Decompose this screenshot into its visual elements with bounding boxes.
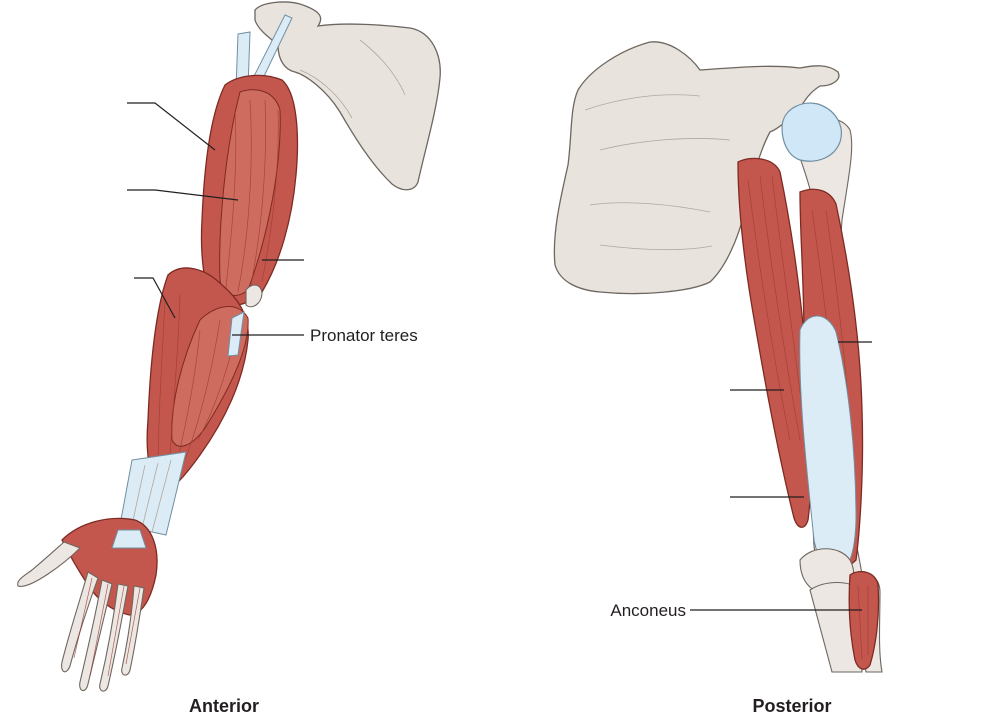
posterior-view xyxy=(553,41,883,673)
anterior-finger-4 xyxy=(121,585,145,676)
anterior-wrist-tendons xyxy=(119,451,187,536)
anterior-finger-3 xyxy=(99,583,129,692)
pronator-teres-label: Pronator teres xyxy=(310,326,418,345)
posterior-triceps-long-head xyxy=(737,157,812,528)
anterior-caption: Anterior xyxy=(189,696,259,713)
anterior-leader-1 xyxy=(127,102,216,151)
posterior-caption: Posterior xyxy=(752,696,831,713)
anterior-thumb xyxy=(17,541,81,587)
posterior-anconeus xyxy=(848,571,880,670)
posterior-humeral-head xyxy=(781,102,842,162)
anterior-leader-4 xyxy=(134,277,176,319)
anterior-finger-1 xyxy=(61,571,99,673)
anterior-view xyxy=(17,1,441,692)
anconeus-label: Anconeus xyxy=(610,601,686,620)
anterior-leader-2 xyxy=(127,189,239,201)
anterior-hand xyxy=(61,517,158,616)
anterior-medial-epicondyle xyxy=(245,284,263,308)
posterior-scapula xyxy=(553,41,840,295)
anterior-finger-2 xyxy=(79,579,113,692)
anterior-scapula xyxy=(254,1,441,191)
